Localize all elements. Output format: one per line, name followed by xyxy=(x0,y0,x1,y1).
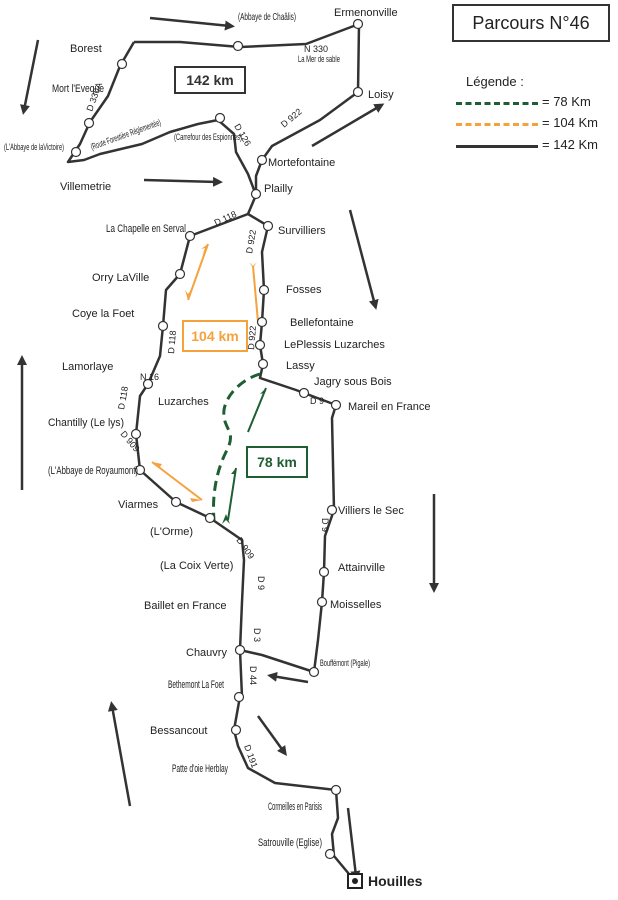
place-label: Plailly xyxy=(264,183,293,195)
direction-arrow-bouffemont xyxy=(267,671,309,684)
place-label: Bessancout xyxy=(150,725,207,737)
place-label: Viarmes xyxy=(118,499,159,511)
route-142-line xyxy=(134,22,361,881)
road-label: D 3 xyxy=(252,628,262,642)
direction-arrow-top xyxy=(149,16,235,31)
place-label: Bouffémont (Pigale) xyxy=(320,658,370,668)
legend-title: Légende : xyxy=(466,74,524,89)
place-label: Mortefontaine xyxy=(268,157,335,169)
place-label: Chauvry xyxy=(186,647,227,659)
road-label: D 118 xyxy=(116,386,130,411)
direction-arrow-loisy xyxy=(311,103,385,148)
place-label: (L'Abbaye de Royaumont) xyxy=(48,465,138,477)
route-104-arrow-3 xyxy=(151,461,203,501)
place-label: Jagry sous Bois xyxy=(314,376,392,388)
route-142-west xyxy=(66,41,258,196)
direction-arrow-southwest xyxy=(107,701,132,807)
place-label: Luzarches xyxy=(158,396,209,408)
place-label: (Abbaye de Chaâlis) xyxy=(238,12,296,23)
road-label: N 16 xyxy=(140,372,159,382)
place-label: La Mer de sable xyxy=(298,54,340,64)
place-label: Cormeilles en Parisis xyxy=(268,801,322,813)
route-78-arrow-1 xyxy=(247,387,267,433)
place-label: Borest xyxy=(70,43,102,55)
place-label: (La Coix Verte) xyxy=(160,560,233,572)
place-label: Mareil en France xyxy=(348,401,431,413)
place-label: Patte d'oie Herblay xyxy=(172,763,228,775)
place-label: (L'Abbaye de laVictoire) xyxy=(4,142,64,152)
legend-item-78: = 78 Km xyxy=(456,94,616,112)
legend-label: = 104 Km xyxy=(542,115,599,130)
road-label: D 118 xyxy=(166,330,178,354)
place-label: Villiers le Sec xyxy=(338,505,404,517)
place-label: Loisy xyxy=(368,89,394,101)
place-label: Mort l'Eveque xyxy=(52,83,104,95)
place-label: La Chapelle en Serval xyxy=(106,223,186,235)
legend-label: = 142 Km xyxy=(542,137,599,152)
route-142-south-west xyxy=(134,212,249,651)
road-label: D 9 xyxy=(256,576,266,590)
route-78-arrow-2 xyxy=(227,467,237,521)
place-label: Chantilly (Le lys) xyxy=(48,417,124,429)
distance-box-104: 104 km xyxy=(182,320,248,352)
legend-item-142: = 142 Km xyxy=(456,137,616,155)
place-label: Ermenonville xyxy=(334,7,398,19)
road-label: D 118 xyxy=(213,209,238,228)
road-label: D 191 xyxy=(242,743,260,769)
road-label: D 44 xyxy=(248,666,258,685)
place-label: Attainville xyxy=(338,562,385,574)
legend-item-104: = 104 Km xyxy=(456,115,616,133)
road-label: D 909 xyxy=(234,535,256,560)
place-label: Baillet en France xyxy=(144,600,227,612)
place-label: Satrouville (Eglise) xyxy=(258,837,322,849)
route-104-arrow-1 xyxy=(187,243,209,301)
direction-arrow-left-top xyxy=(20,39,40,115)
place-label: Bethemont La Foet xyxy=(168,679,224,691)
place-label: Orry LaVille xyxy=(92,272,149,284)
place-label-houilles: Houilles xyxy=(368,873,423,889)
road-label: D 9 xyxy=(320,518,330,532)
direction-arrow-east xyxy=(348,209,379,310)
legend-label: = 78 Km xyxy=(542,94,591,109)
distance-box-78: 78 km xyxy=(246,446,308,478)
place-label: Villemetrie xyxy=(60,181,111,193)
distance-box-142: 142 km xyxy=(174,66,246,94)
place-label: Fosses xyxy=(286,284,322,296)
road-label: D 9 xyxy=(310,396,324,406)
place-label: Lamorlaye xyxy=(62,361,113,373)
place-label: (L'Orme) xyxy=(150,526,193,538)
direction-arrow-cormeilles xyxy=(346,807,361,881)
road-label: D 922 xyxy=(244,229,258,254)
road-label: D 922 xyxy=(279,106,304,129)
direction-arrow-mid xyxy=(143,176,223,187)
place-label: Moisselles xyxy=(330,599,382,611)
place-label: Survilliers xyxy=(278,225,326,237)
page-title: Parcours N°46 xyxy=(452,4,610,42)
place-label: Bellefontaine xyxy=(290,317,354,329)
direction-arrow-south xyxy=(256,715,287,757)
place-label: (Carrefour des Espionnes) xyxy=(174,132,242,142)
place-label: Coye la Foet xyxy=(72,308,134,320)
place-label: Lassy xyxy=(286,360,315,372)
road-label: N 330 xyxy=(304,44,328,54)
place-label: LePlessis Luzarches xyxy=(284,339,385,351)
route-78-line xyxy=(212,372,261,521)
road-label: D 922 xyxy=(246,325,258,350)
route-104-arrow-2 xyxy=(252,265,259,323)
